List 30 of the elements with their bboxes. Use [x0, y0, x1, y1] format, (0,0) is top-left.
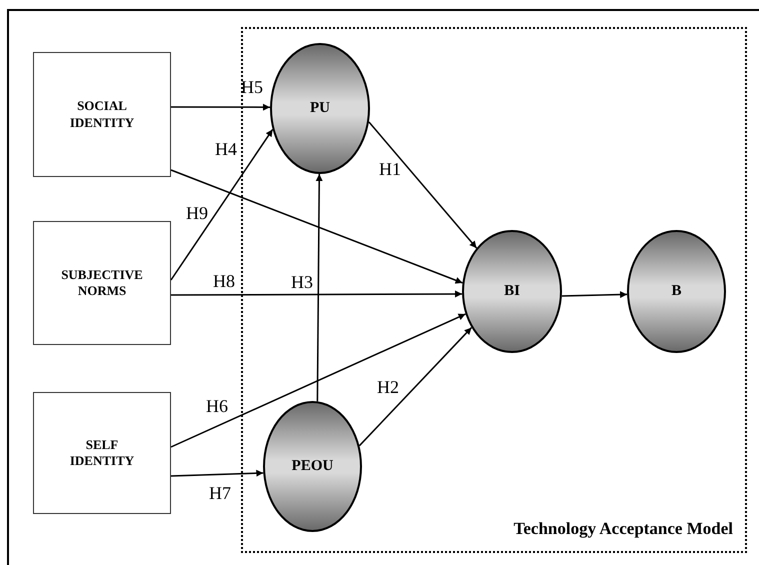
- model-boundary: [241, 27, 747, 553]
- construct-label: B: [671, 283, 682, 300]
- arrow: [170, 313, 466, 448]
- arrow: [171, 104, 270, 111]
- arrow: [170, 169, 463, 284]
- edge-label: H4: [214, 140, 238, 158]
- edge-label: H8: [212, 272, 236, 290]
- construct-box: [33, 221, 171, 345]
- arrow: [170, 129, 274, 280]
- arrow: [316, 174, 323, 402]
- edge-label: H2: [376, 378, 400, 396]
- edge-label: H9: [185, 204, 209, 222]
- arrow: [170, 470, 264, 477]
- edge-label: H6: [205, 397, 229, 415]
- construct-label: SUBJECTIVE NORMS: [61, 266, 143, 300]
- construct-label: PU: [310, 100, 330, 117]
- construct-label: SELF IDENTITY: [68, 436, 136, 470]
- arrow: [562, 291, 628, 298]
- construct-label: SOCIAL IDENTITY: [68, 98, 136, 131]
- arrow: [171, 290, 462, 298]
- arrow: [368, 121, 478, 249]
- edge-label: H3: [290, 273, 314, 291]
- construct-label: PEOU: [292, 458, 334, 475]
- edge-label: H1: [378, 160, 402, 178]
- construct-label: BI: [504, 283, 520, 300]
- edge-label: H7: [208, 484, 232, 502]
- construct-box: [33, 52, 171, 177]
- model-title: Technology Acceptance Model: [514, 519, 733, 539]
- construct-box: [33, 392, 171, 514]
- edge-label: H5: [240, 78, 264, 96]
